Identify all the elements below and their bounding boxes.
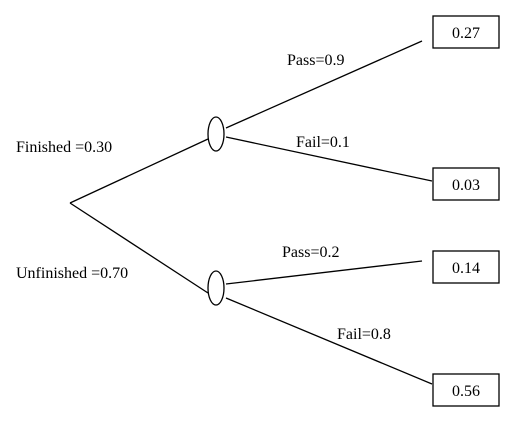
edge-finished-pass [225, 40, 423, 129]
fail-label-unfinished: Fail=0.8 [337, 326, 391, 343]
outcome-box-unfinished-fail: 0.56 [432, 373, 500, 407]
chance-node-unfinished [207, 270, 225, 306]
outcome-value: 0.56 [452, 383, 480, 400]
edge-root-to-unfinished [69, 202, 209, 294]
edge-finished-fail [225, 136, 433, 182]
outcome-value: 0.03 [452, 177, 480, 194]
unfinished-label: Unfinished =0.70 [16, 265, 128, 282]
outcome-value: 0.14 [452, 260, 480, 277]
finished-label: Finished =0.30 [16, 139, 112, 156]
edge-unfinished-pass [225, 260, 423, 285]
fail-label-finished: Fail=0.1 [296, 134, 350, 151]
outcome-box-finished-fail: 0.03 [432, 167, 500, 201]
edge-root-to-finished [69, 138, 209, 204]
outcome-box-finished-pass: 0.27 [432, 15, 500, 49]
outcome-value: 0.27 [452, 25, 480, 42]
outcome-box-unfinished-pass: 0.14 [432, 250, 500, 284]
chance-node-finished [207, 116, 225, 152]
pass-label-unfinished: Pass=0.2 [282, 244, 339, 261]
pass-label-finished: Pass=0.9 [287, 52, 344, 69]
edge-unfinished-fail [225, 297, 433, 385]
